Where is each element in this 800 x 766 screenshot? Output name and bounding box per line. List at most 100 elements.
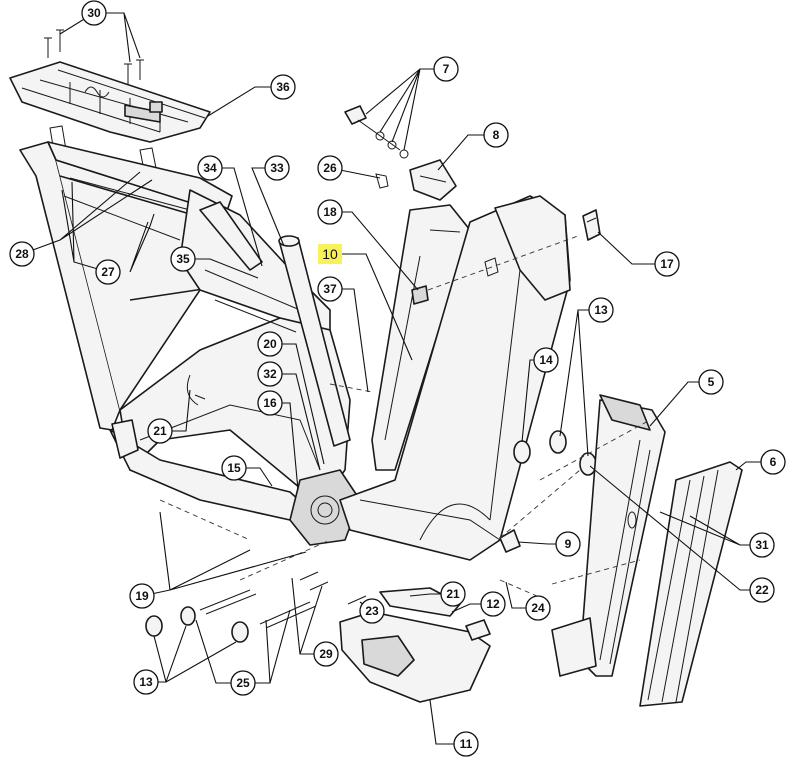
callout-label: 12 (486, 597, 500, 611)
callout-37: 37 (317, 276, 343, 302)
callout-label: 34 (203, 161, 217, 175)
callout-24: 24 (525, 595, 551, 621)
callout-label: 8 (493, 128, 500, 142)
callout-22: 22 (749, 577, 775, 603)
callout-circle (525, 595, 551, 621)
callout-5: 5 (698, 369, 724, 395)
callout-8: 8 (483, 122, 509, 148)
callout-label: 23 (365, 604, 379, 618)
callout-21: 21 (147, 418, 173, 444)
callout-label: 33 (270, 161, 284, 175)
callout-16: 16 (257, 390, 283, 416)
callout-label: 15 (227, 461, 241, 475)
callout-circle (133, 669, 159, 695)
callout-label: 22 (755, 583, 769, 597)
callout-label: 6 (770, 455, 777, 469)
callout-circle (654, 251, 680, 277)
callout-13: 13 (588, 297, 614, 323)
callout-21: 21 (440, 581, 466, 607)
callout-label: 25 (236, 676, 250, 690)
callout-11: 11 (453, 731, 479, 757)
callout-label: 37 (323, 282, 337, 296)
callout-label: 26 (323, 161, 337, 175)
part-9 (499, 529, 521, 553)
callout-circle (270, 74, 296, 100)
bolt-26 (375, 173, 389, 189)
lock-assembly (344, 105, 457, 201)
callout-label: 32 (263, 367, 277, 381)
axle-parts (145, 571, 367, 643)
callout-label: 17 (660, 257, 674, 271)
callout-label: 19 (135, 589, 149, 603)
highlight-marker (318, 244, 342, 264)
callout-label: 5 (708, 375, 715, 389)
callout-circle (588, 297, 614, 323)
clip-17 (582, 209, 601, 241)
callout-circle (317, 155, 343, 181)
callout-circle (95, 259, 121, 285)
callout-circle (230, 670, 256, 696)
callout-33: 33 (264, 155, 290, 181)
callout-label: 14 (539, 353, 553, 367)
callout-circle (264, 155, 290, 181)
callout-label: 27 (101, 265, 115, 279)
callout-circle (197, 155, 223, 181)
callout-label: 31 (755, 538, 769, 552)
callout-label: 7 (443, 62, 450, 76)
callout-circle (313, 641, 339, 667)
callout-28: 28 (9, 241, 35, 267)
callout-10: 10 (318, 244, 342, 264)
callout-circle (147, 418, 173, 444)
side-rail (639, 461, 743, 707)
callout-20: 20 (257, 331, 283, 357)
callout-label: 21 (446, 587, 460, 601)
callout-32: 32 (257, 361, 283, 387)
motor-cover (339, 587, 491, 703)
callout-27: 27 (95, 259, 121, 285)
bike-frame (19, 141, 361, 546)
callout-circle (433, 56, 459, 82)
callout-label: 28 (15, 247, 29, 261)
callout-circle (81, 0, 107, 26)
callout-circle (359, 598, 385, 624)
callout-label: 24 (531, 601, 545, 615)
callout-circle (440, 581, 466, 607)
callout-circle (257, 361, 283, 387)
callout-label: 16 (263, 396, 277, 410)
callout-circle (698, 369, 724, 395)
battery-cover (371, 204, 471, 471)
callout-circle (9, 241, 35, 267)
callout-34: 34 (197, 155, 223, 181)
callout-35: 35 (170, 246, 196, 272)
callout-25: 25 (230, 670, 256, 696)
callout-29: 29 (313, 641, 339, 667)
callout-label: 10 (322, 246, 338, 262)
callout-18: 18 (317, 199, 343, 225)
callout-23: 23 (359, 598, 385, 624)
callout-26: 26 (317, 155, 343, 181)
battery-rail (551, 394, 666, 677)
callout-14: 14 (533, 347, 559, 373)
callout-label: 13 (594, 303, 608, 317)
callout-circle (480, 591, 506, 617)
callout-label: 29 (319, 647, 333, 661)
callout-6: 6 (760, 449, 786, 475)
callout-circle (533, 347, 559, 373)
callout-circle (257, 390, 283, 416)
callout-label: 30 (87, 6, 101, 20)
callout-label: 36 (276, 80, 290, 94)
callout-circle (317, 199, 343, 225)
callout-circle (483, 122, 509, 148)
callout-circle (453, 731, 479, 757)
callout-circle (749, 532, 775, 558)
callout-circle (555, 531, 581, 557)
callout-label: 20 (263, 337, 277, 351)
callout-label: 11 (460, 737, 473, 751)
callout-19: 19 (129, 583, 155, 609)
callout-circle (760, 449, 786, 475)
callout-17: 17 (654, 251, 680, 277)
callout-9: 9 (555, 531, 581, 557)
callout-label: 21 (153, 424, 167, 438)
callout-circle (221, 455, 247, 481)
